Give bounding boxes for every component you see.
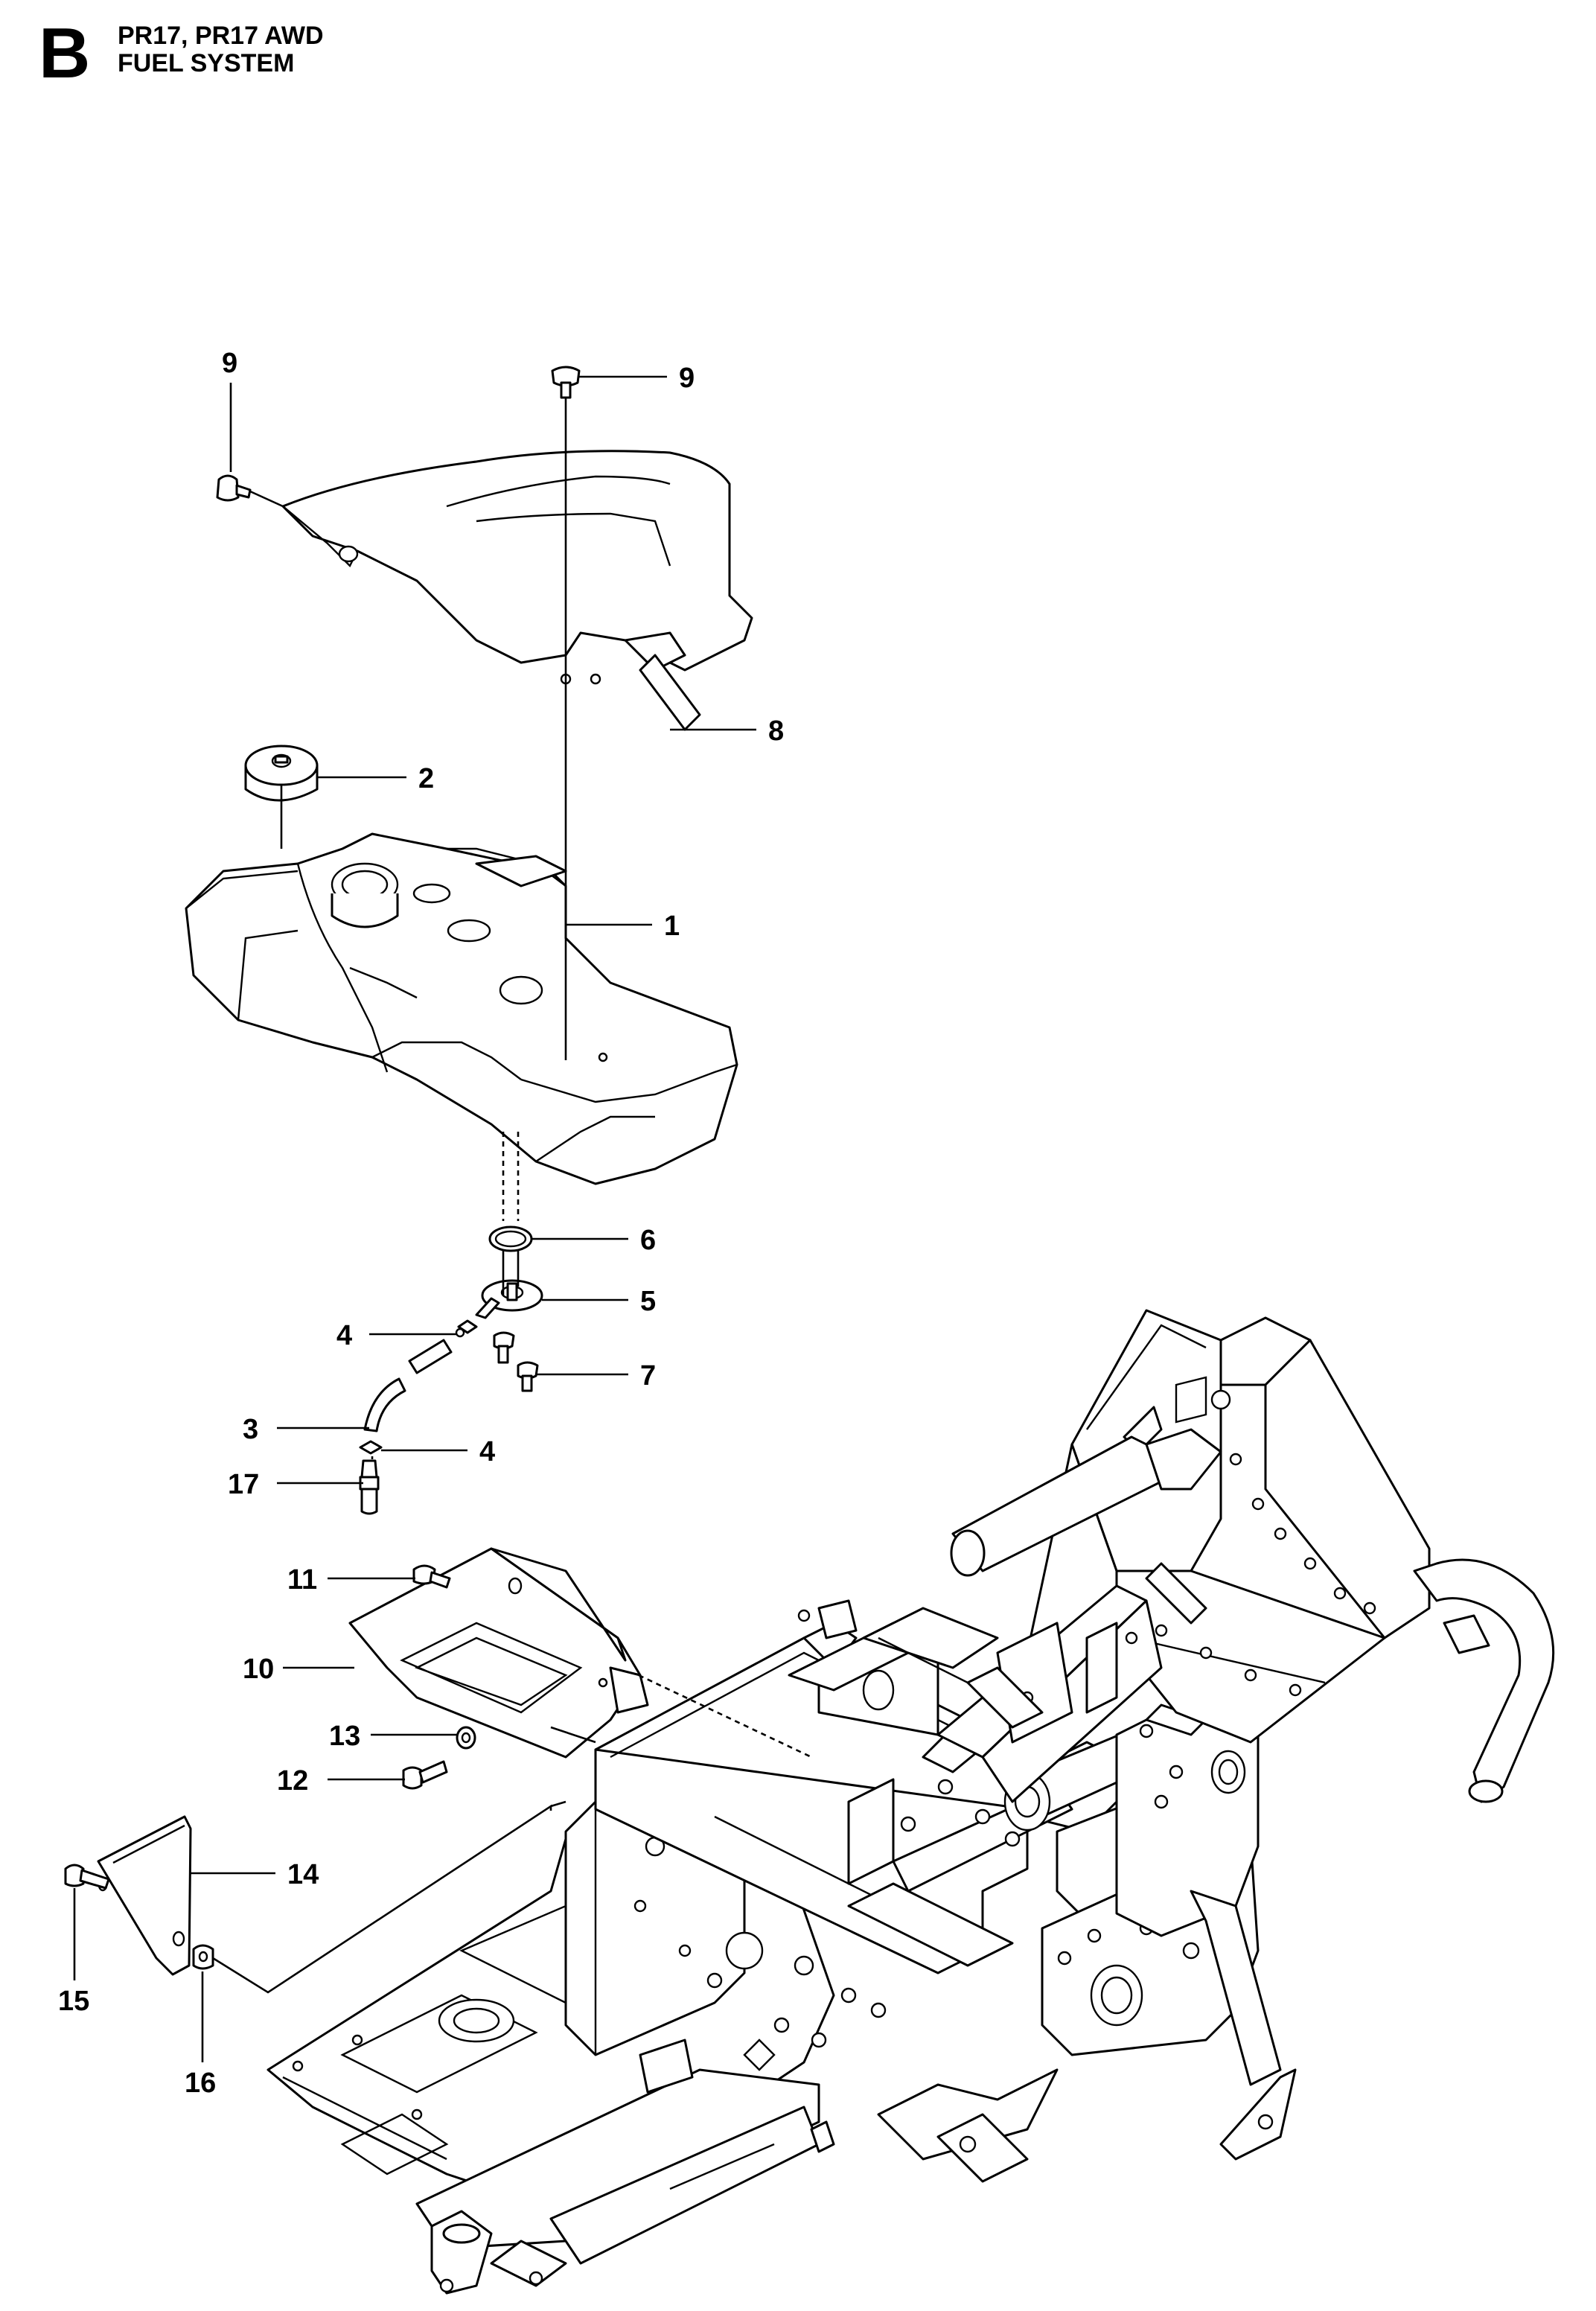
bracket-part-14	[97, 1815, 192, 1976]
outlet-fitting-part-5	[475, 1279, 543, 1319]
assembly-lines	[212, 398, 812, 1994]
fuel-cap-part-2	[244, 745, 319, 802]
callout-10: 10	[243, 1654, 274, 1685]
callout-5: 5	[640, 1286, 656, 1317]
callout-13: 13	[329, 1721, 360, 1752]
screws-part-7	[493, 1331, 539, 1392]
callout-11: 11	[287, 1564, 317, 1596]
callout-9-left: 9	[222, 348, 237, 379]
callout-7: 7	[640, 1360, 656, 1392]
section-letter: B	[39, 13, 91, 93]
callout-8: 8	[768, 715, 784, 747]
callout-1: 1	[664, 911, 680, 942]
callout-9-right: 9	[679, 363, 695, 394]
hose-clamp-part-4-lower	[359, 1440, 383, 1455]
callout-15: 15	[58, 1986, 89, 2017]
tank-shroud-part-8	[281, 450, 753, 731]
nut-part-16	[192, 1944, 214, 1970]
screw-part-15	[64, 1864, 110, 1890]
callout-17: 17	[228, 1469, 259, 1500]
screw-part-11	[412, 1564, 451, 1589]
fuel-hose-part-3	[363, 1339, 453, 1432]
callout-leaders	[73, 375, 756, 2062]
heat-shield-part-10	[348, 1547, 649, 1759]
title-block: PR17, PR17 AWD FUEL SYSTEM	[118, 22, 324, 77]
callout-16: 16	[185, 2068, 216, 2099]
callout-6: 6	[640, 1225, 656, 1256]
callout-labels: 9 9 8 2 1 6 5 4 7 3 4 17 11 10 13 12 14 …	[58, 348, 784, 2099]
callout-3: 3	[243, 1414, 258, 1445]
callout-14: 14	[287, 1859, 319, 1890]
callout-12: 12	[277, 1765, 308, 1797]
callout-4-lower: 4	[479, 1436, 495, 1467]
o-ring-part-6	[488, 1225, 533, 1252]
fitting-part-17	[359, 1459, 380, 1515]
callout-2: 2	[418, 763, 434, 794]
fuel-tank-part-1	[185, 832, 738, 1185]
section-title: FUEL SYSTEM	[118, 49, 295, 77]
callout-4-upper: 4	[336, 1320, 352, 1351]
chassis-frame	[266, 1309, 1555, 2295]
model-line: PR17, PR17 AWD	[118, 22, 324, 50]
bolt-part-12	[402, 1760, 448, 1790]
hose-clamp-part-4-upper	[455, 1319, 478, 1338]
screw-part-9-left	[216, 474, 252, 502]
screw-part-9-right	[551, 366, 581, 399]
washer-part-13	[456, 1726, 476, 1750]
